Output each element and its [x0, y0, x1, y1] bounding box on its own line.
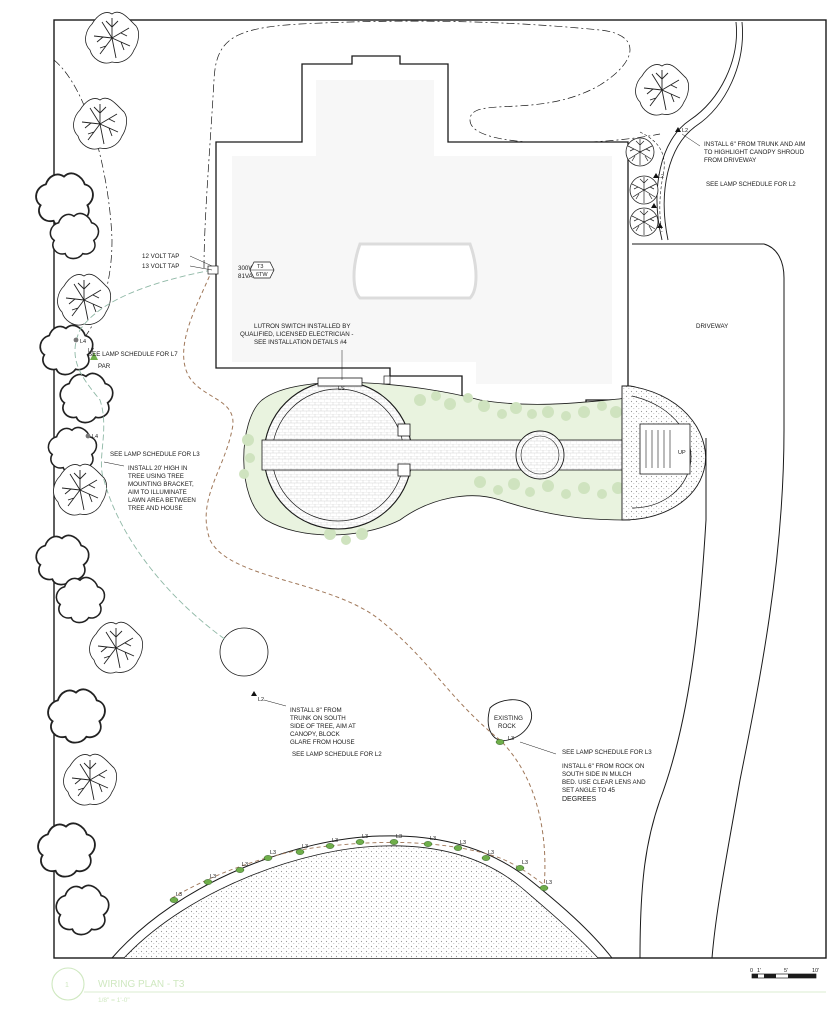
shrub-cluster [239, 391, 624, 545]
title-number: 1 [65, 982, 69, 989]
fixture-tag: L3 [270, 850, 276, 856]
fixture-l3-tags: L3 L3 L3 L3 L3 L3 L3 L3 L3 L3 L3 L3 L3 L… [176, 736, 552, 898]
fixture-l7 [90, 352, 98, 360]
note-lutron-1: LUTRON SWITCH INSTALLED BY [254, 323, 351, 330]
transformer-power: 300W [238, 265, 254, 272]
driveway-edge [632, 243, 785, 959]
fixture-tag-l2-drive: L2 [658, 174, 664, 180]
fixture-tag: L3 [508, 736, 514, 742]
note-install-8-2: TRUNK ON SOUTH [290, 715, 346, 722]
driveway-edge-outer [656, 21, 737, 241]
fixture-tag: L3 [488, 850, 494, 856]
label-existing-rock-1: EXISTING [494, 715, 523, 722]
note-see-l2-top: SEE LAMP SCHEDULE FOR L2 [706, 181, 796, 188]
property-line [203, 20, 661, 269]
fixture-tag: L3 [460, 840, 466, 846]
fixture-tag: L3 [332, 838, 338, 844]
title-text: WIRING PLAN - T3 [98, 979, 185, 990]
note-install-20-6: TREE AND HOUSE [128, 505, 183, 512]
fixture-tag: L3 [430, 836, 436, 842]
fixture-tag-l7: L7 [88, 348, 94, 354]
pier-se [397, 463, 411, 477]
lutron-switch-tag: LS [338, 386, 345, 392]
title-number-circle [51, 967, 85, 1001]
note-lutron-3: SEE INSTALLATION DETAILS #4 [254, 339, 347, 346]
note-install-6-trunk-2: TO HIGHLIGHT CANOPY SHROUD [704, 149, 805, 156]
scale-label-10: 10' [812, 968, 819, 974]
scale-label-1: 1' [757, 968, 761, 974]
note-install-20-4: AIM TO ILLUMINATE [128, 489, 187, 496]
note-install-6-rock-3: BED. USE CLEAR LENS AND [562, 779, 646, 786]
note-install-20-5: LAWN AREA BETWEEN [128, 497, 196, 504]
note-install-6-trunk-3: FROM DRIVEWAY [704, 157, 756, 164]
scale-label-0: 0 [750, 968, 753, 974]
wire-run-driveway [639, 131, 665, 233]
fixture-tag: L3 [242, 862, 248, 868]
driveway-edge-inner [663, 21, 743, 241]
transformer-id: T3 [257, 264, 263, 270]
label-up: UP [678, 450, 686, 456]
fixture-tag: L3 [546, 880, 552, 886]
fixture-tag-l4: L4 [92, 434, 98, 440]
lutron-switch-box [383, 375, 391, 385]
scale-bar [751, 973, 817, 979]
patio-walk [261, 439, 651, 471]
leader-lines [103, 133, 701, 755]
note-see-l3-left: SEE LAMP SCHEDULE FOR L3 [110, 451, 200, 458]
fixture-tag: L3 [362, 834, 368, 840]
fixture-tag-l4: L4 [80, 339, 86, 345]
patio-circle-east-inner [520, 435, 560, 475]
east-steps [645, 430, 671, 468]
house-interior-shade [232, 80, 612, 384]
fixture-l4 [73, 337, 91, 439]
fixture-tag: L3 [210, 874, 216, 880]
note-see-l2-mid: SEE LAMP SCHEDULE FOR L2 [292, 751, 382, 758]
note-12-volt-tap: 12 VOLT TAP [142, 253, 179, 260]
note-install-6-trunk-1: INSTALL 6" FROM TRUNK AND AIM [704, 141, 805, 148]
note-lutron-2: QUALIFIED, LICENSED ELECTRICIAN - [240, 331, 353, 338]
note-install-6-rock-1: INSTALL 6" FROM ROCK ON [562, 763, 644, 770]
lawn-edge-bed-inner [123, 845, 599, 959]
entry-step [317, 377, 363, 387]
note-install-20-2: TREE USING TREE [128, 473, 184, 480]
note-13-volt-tap: 13 VOLT TAP [142, 263, 179, 270]
note-install-20-1: INSTALL 20' HIGH IN [128, 465, 187, 472]
pier-ne [397, 423, 411, 437]
fixture-tag: L3 [522, 860, 528, 866]
tree-lawn [219, 627, 269, 677]
east-landing [639, 423, 691, 475]
fixture-tag: L3 [302, 844, 308, 850]
note-install-8-1: INSTALL 8" FROM [290, 707, 342, 714]
transformer-box [207, 265, 219, 275]
transformer-mount: 6TW [256, 272, 268, 278]
fixture-tag-l2-drive: L2 [682, 128, 688, 134]
note-par: PAR [98, 363, 111, 370]
note-install-8-4: CANOPY, BLOCK [290, 731, 341, 738]
note-install-6-rock-2: SOUTH SIDE IN MULCH [562, 771, 631, 778]
transformer-va: 81VA [238, 273, 254, 280]
scale-label-5: 5' [784, 968, 788, 974]
fixture-tag-l2-lawn: L2 [258, 697, 264, 703]
title-scale: 1/8" = 1'-0" [98, 997, 130, 1004]
note-degrees: DEGREES [562, 796, 597, 803]
tree-line-west [35, 11, 144, 936]
fixture-tag: L3 [176, 892, 182, 898]
note-see-l7: SEE LAMP SCHEDULE FOR L7 [88, 351, 178, 358]
note-install-20-3: MOUNTING BRACKET, [128, 481, 194, 488]
property-line-west [53, 59, 113, 361]
note-install-6-rock-4: SET ANGLE TO 45 [562, 787, 616, 794]
note-install-8-3: SIDE OF TREE, AIM AT [290, 723, 356, 730]
label-driveway: DRIVEWAY [696, 323, 728, 330]
existing-rock [487, 699, 532, 742]
wire-run-west [74, 269, 227, 641]
note-install-8-5: GLARE FROM HOUSE [290, 739, 355, 746]
note-see-l3-right: SEE LAMP SCHEDULE FOR L3 [562, 749, 652, 756]
house-skylight [352, 242, 478, 300]
driveway-west-edge [639, 438, 707, 959]
patio-circle-east [515, 430, 565, 480]
label-existing-rock-2: ROCK [498, 723, 517, 730]
fixture-tag: L3 [396, 834, 402, 840]
